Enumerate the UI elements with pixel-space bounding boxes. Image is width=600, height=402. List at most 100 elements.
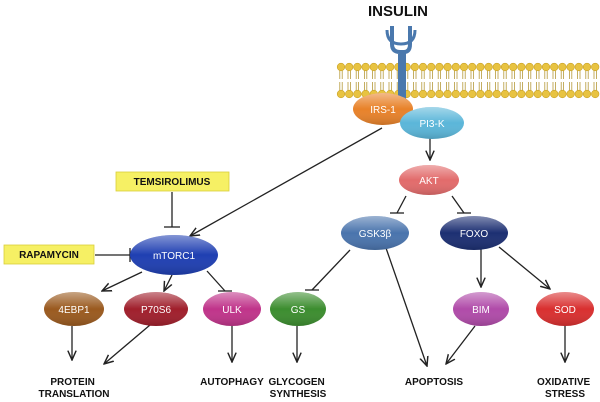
node-label-p70s6: P70S6 [141,305,171,316]
membrane-bead [418,62,428,72]
node-akt: AKT [399,165,459,195]
membrane-bead [353,89,362,99]
edge-p70s6-translation [104,324,151,364]
membrane-bead [377,62,387,72]
node-label-mtorc1: mTORC1 [153,251,195,262]
outcome-apoptosis: APOPTOSIS [405,377,463,388]
membrane-bead [541,89,551,99]
membrane-bead [410,89,419,99]
outcome-oxidative-stress: OXIDATIVE STRESS [537,377,593,400]
node-sod: SOD [536,292,594,326]
node-label-akt: AKT [419,176,438,187]
edge-mtorc1-4ebp1 [102,271,143,291]
node-mtorc1: mTORC1 [130,235,218,275]
membrane-bead [435,62,444,72]
node-label-foxo: FOXO [460,229,489,240]
membrane-bead [500,62,510,72]
insulin-title: INSULIN [368,3,428,20]
membrane-bead [492,62,501,72]
outcome-protein-translation: PROTEIN TRANSLATION [39,377,110,400]
edge-foxo-sod [498,246,550,289]
membrane-bead [484,89,493,99]
node-4ebp1: 4EBP1 [44,292,104,326]
edge-gsk3b-apoptosis [385,247,427,366]
outcome-autophagy: AUTOPHAGY [200,377,264,388]
edge-akt-gsk3b [396,195,407,214]
node-foxo: FOXO [440,216,508,250]
membrane-bead [525,89,534,99]
membrane-bead [336,62,346,72]
membrane-bead [443,89,452,99]
membrane-bead [566,89,575,99]
node-pi3k: PI3-K [400,107,464,139]
node-label-ulk: ULK [222,305,242,316]
membrane-bead [574,89,583,99]
node-gsk3b: GSK3β [341,216,409,250]
membrane-bead [566,62,575,72]
drug-label-temsirolimus: TEMSIROLIMUS [134,177,211,188]
membrane-bead [574,62,583,72]
membrane-bead [427,62,436,72]
node-label-gs: GS [291,305,306,316]
membrane-bead [468,62,477,72]
drug-label-rapamycin: RAPAMYCIN [19,250,79,261]
membrane-bead [459,89,469,99]
edge-irs1-mtorc1 [190,127,383,236]
membrane-bead [550,89,559,99]
membrane-bead [533,89,542,99]
membrane-bead [591,89,600,99]
membrane-bead [336,89,346,99]
membrane-bead [509,62,518,72]
membrane-bead [509,89,518,99]
node-label-sod: SOD [554,305,576,316]
membrane-bead [361,62,370,72]
membrane-bead [345,62,354,72]
membrane-bead [550,62,559,72]
node-bim: BIM [453,292,509,326]
membrane-bead [353,62,362,72]
membrane-bead [500,89,510,99]
membrane-bead [492,89,501,99]
node-label-pi3k: PI3-K [419,119,444,130]
node-ulk: ULK [203,292,261,326]
membrane-bead [582,89,592,99]
insulin-receptor [385,26,417,110]
membrane-bead [541,62,551,72]
cell-membrane [336,62,600,99]
membrane-bead [427,89,436,99]
membrane-bead [443,62,452,72]
edge-akt-foxo [451,195,465,214]
node-label-gsk3b: GSK3β [359,229,392,240]
membrane-bead [476,62,485,72]
membrane-bead [476,89,485,99]
drug-box-rapamycin: RAPAMYCIN [3,244,95,265]
edge-mtorc1-ulk [206,270,226,292]
node-label-irs1: IRS-1 [370,105,396,116]
membrane-bead [386,62,395,72]
membrane-bead [558,62,567,72]
membrane-bead [435,89,444,99]
membrane-bead [451,62,460,72]
node-label-4ebp1: 4EBP1 [58,305,90,316]
membrane-bead [451,89,460,99]
membrane-bead [468,89,477,99]
membrane-bead [459,62,469,72]
membrane-bead [369,62,378,72]
membrane-bead [591,62,600,72]
edge-gsk3b-gs [311,249,351,291]
membrane-bead [410,62,419,72]
membrane-bead [517,89,526,99]
membrane-bead [558,89,567,99]
membrane-bead [484,62,493,72]
membrane-bead [525,62,534,72]
edge-mtorc1-p70s6 [164,274,173,291]
membrane-bead [517,62,526,72]
outcome-glycogen-synthesis: GLYCOGEN SYNTHESIS [268,377,327,400]
node-p70s6: P70S6 [124,292,188,326]
membrane-bead [582,62,592,72]
pathway-edges [72,127,565,366]
node-gs: GS [270,292,326,326]
edge-bim-apoptosis [446,325,476,364]
membrane-bead [345,89,354,99]
